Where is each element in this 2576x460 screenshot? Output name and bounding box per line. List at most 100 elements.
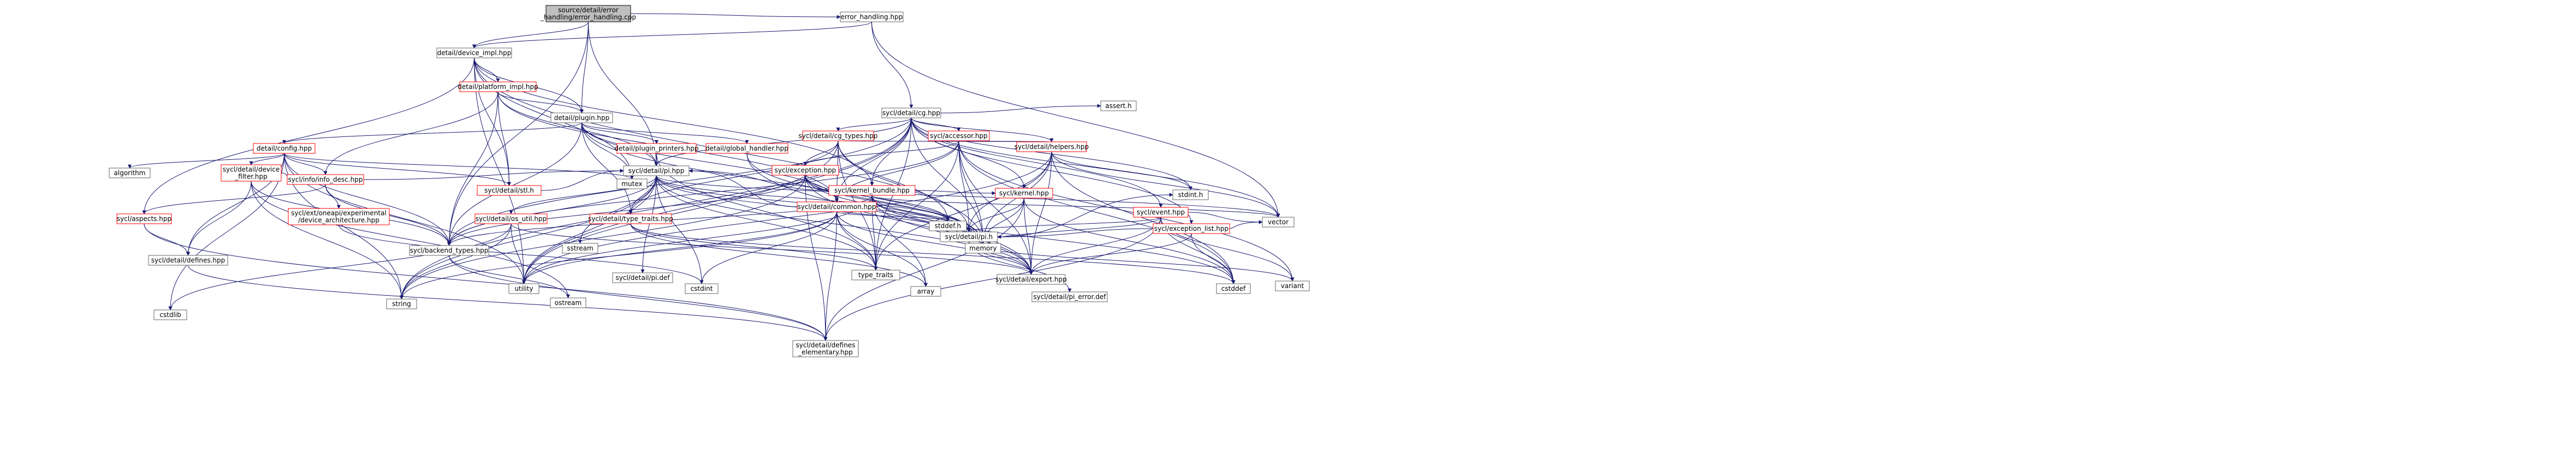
node-box (589, 213, 672, 224)
node-vector[interactable]: vector (1262, 217, 1295, 228)
node-oneapi-arch[interactable]: sycl/ext/oneapi/experimental/device_arch… (288, 208, 390, 225)
node-cassert[interactable]: assert.h (1100, 100, 1137, 111)
edge-common-to-stddef (836, 211, 950, 222)
edge-oneapi-arch-to-cstdint (339, 224, 704, 284)
node-label: sycl/info/info_desc.hpp (288, 176, 363, 183)
node-cstddef[interactable]: cstddef (1216, 283, 1251, 294)
node-accessor[interactable]: sycl/accessor.hpp (928, 130, 990, 141)
node-box (840, 11, 904, 22)
node-aspects[interactable]: sycl/aspects.hpp (116, 213, 172, 224)
node-global-handler[interactable]: detail/global_handler.hpp (705, 143, 788, 154)
node-type-traits[interactable]: type_traits (851, 270, 900, 280)
node-label: cstddef (1221, 285, 1246, 292)
edge-os-util-to-cstdlib (168, 223, 512, 310)
edge-exception-list-to-export (1029, 233, 1192, 275)
node-label: stddef.h (935, 222, 961, 230)
node-label: sycl/detail/common.hpp (797, 203, 876, 211)
node-error-handling[interactable]: error_handling.hpp (840, 11, 904, 22)
node-kernel[interactable]: sycl/kernel.hpp (995, 188, 1053, 199)
node-box (1216, 283, 1251, 294)
dependency-edges (128, 13, 1295, 341)
node-box (221, 164, 282, 182)
node-label: sycl/detail/pi.hpp (628, 167, 685, 175)
edge-device-filter-to-string (251, 181, 403, 300)
node-cg-types[interactable]: sycl/detail/cg_types.hpp (798, 130, 878, 141)
node-pi-hpp[interactable]: sycl/detail/pi.hpp (623, 165, 690, 176)
node-mutex[interactable]: mutex (616, 178, 648, 189)
node-kernel-bundle[interactable]: sycl/kernel_bundle.hpp (828, 185, 916, 196)
node-box (288, 208, 390, 225)
node-common[interactable]: sycl/detail/common.hpp (797, 201, 877, 212)
node-algorithm[interactable]: algorithm (109, 168, 151, 178)
edge-common-to-export (836, 211, 1033, 275)
edge-cg-types-to-stddef (838, 140, 950, 222)
node-plugin-printers[interactable]: detail/plugin_printers.hpp (614, 143, 699, 154)
node-label: sycl/detail/defines (796, 342, 856, 349)
node-device-filter[interactable]: sycl/detail/device_filter.hpp (221, 164, 282, 182)
node-export[interactable]: sycl/detail/export.hpp (995, 274, 1067, 285)
node-config[interactable]: detail/config.hpp (253, 143, 316, 154)
node-box (386, 298, 417, 309)
node-exception-list[interactable]: sycl/exception_list.hpp (1153, 223, 1230, 234)
node-type-traits-hpp[interactable]: sycl/detail/type_traits.hpp (588, 213, 673, 224)
edge-aspects-to-defines-elementary (144, 223, 828, 341)
node-box (616, 178, 648, 189)
edge-device-filter-to-ostream (251, 181, 570, 298)
node-memory[interactable]: memory (965, 243, 1001, 254)
node-box (562, 243, 598, 254)
node-label: _elementary.hpp (798, 349, 853, 356)
node-pi-h[interactable]: sycl/detail/pi.h (940, 231, 998, 242)
node-stdint[interactable]: stdint.h (1172, 189, 1209, 200)
node-exception[interactable]: sycl/exception.hpp (771, 165, 839, 176)
node-event[interactable]: sycl/event.hpp (1133, 207, 1189, 218)
node-label: sycl/detail/defines.hpp (151, 256, 225, 264)
edge-cg-to-string (400, 117, 912, 300)
node-pi-def[interactable]: sycl/detail/pi.def (612, 272, 673, 283)
node-cstdint[interactable]: cstdint (685, 283, 719, 294)
node-label: ostream (555, 299, 581, 307)
node-array[interactable]: array (910, 286, 941, 297)
node-os-util[interactable]: sycl/detail/os_util.hpp (474, 213, 548, 224)
edge-root-to-backend-types (447, 21, 589, 246)
node-ostream[interactable]: ostream (550, 297, 586, 308)
node-label: mutex (621, 180, 642, 188)
node-label: vector (1268, 218, 1289, 226)
node-plugin[interactable]: detail/plugin.hpp (550, 112, 613, 123)
node-label: cstdint (691, 285, 713, 292)
node-variant[interactable]: variant (1275, 280, 1310, 291)
edge-pi-hpp-to-vector (656, 175, 1280, 218)
node-box (797, 201, 877, 212)
node-label: sycl/detail/cg_types.hpp (798, 132, 877, 140)
node-cg[interactable]: sycl/detail/cg.hpp (881, 107, 941, 118)
edge-exception-list-to-vector (1229, 220, 1263, 229)
node-device-impl[interactable]: detail/device_impl.hpp (436, 47, 512, 58)
edge-config-to-algorithm (128, 153, 284, 169)
edge-platform-impl-to-stl (497, 91, 511, 186)
edge-accessor-to-backend-types (447, 140, 959, 246)
node-root[interactable]: source/detail/error_handling/error_handl… (540, 5, 636, 22)
node-cstdlib[interactable]: cstdlib (153, 309, 187, 320)
node-defines[interactable]: sycl/detail/defines.hpp (148, 255, 228, 266)
node-box (792, 340, 859, 357)
edge-platform-impl-to-backend-types (447, 91, 498, 246)
node-label: utility (514, 285, 533, 292)
node-stl[interactable]: sycl/detail/stl.h (477, 185, 542, 196)
edge-event-to-defines-elementary (823, 217, 1161, 341)
node-string[interactable]: string (386, 298, 417, 309)
node-utility[interactable]: utility (508, 283, 539, 294)
edge-cg-to-cg-types (836, 117, 912, 132)
node-helpers[interactable]: sycl/detail/helpers.hpp (1014, 141, 1089, 152)
node-info-desc[interactable]: sycl/info/info_desc.hpp (287, 174, 364, 185)
edge-device-impl-to-utility (474, 57, 526, 284)
node-backend-types[interactable]: sycl/backend_types.hpp (409, 245, 489, 256)
node-box (612, 272, 673, 283)
edge-common-to-utility (522, 211, 837, 284)
node-box (1153, 223, 1230, 234)
node-label: error_handling.hpp (841, 13, 903, 21)
node-defines-elementary[interactable]: sycl/detail/defines_elementary.hpp (792, 340, 859, 357)
node-platform-impl[interactable]: detail/platform_impl.hpp (458, 81, 538, 92)
node-stddef[interactable]: stddef.h (929, 220, 967, 231)
node-pi-error-def[interactable]: sycl/detail/pi_error.def (1031, 291, 1108, 302)
edge-exception-to-memory (805, 175, 985, 244)
node-sstream[interactable]: sstream (562, 243, 598, 254)
